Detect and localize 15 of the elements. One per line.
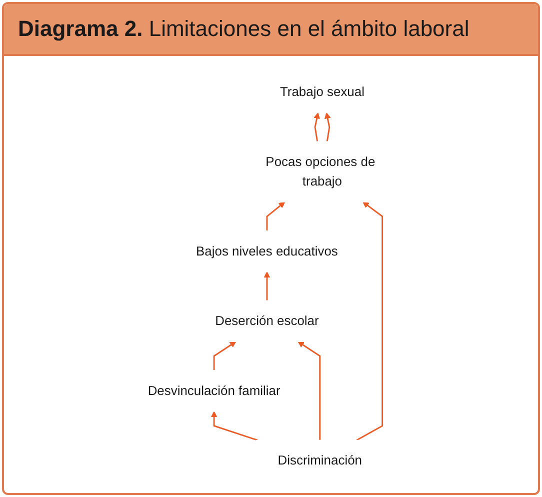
node-text: Discriminación bbox=[278, 453, 362, 468]
node-text: Bajos niveles educativos bbox=[196, 244, 338, 258]
node-text: Deserción escolar bbox=[215, 314, 319, 328]
arrow bbox=[210, 411, 258, 441]
node-text: Desvinculación familiar bbox=[148, 383, 280, 398]
arrow bbox=[356, 202, 384, 441]
arrow bbox=[314, 112, 320, 142]
node-text: Pocas opciones de trabajo bbox=[266, 154, 376, 188]
diagram-title: Diagrama 2. Limitaciones en el ámbito laboral bbox=[4, 4, 538, 56]
arrow bbox=[213, 341, 236, 370]
node-text: Trabajo sexual bbox=[280, 84, 364, 100]
arrow bbox=[266, 202, 286, 231]
arrow bbox=[264, 272, 270, 301]
arrow bbox=[298, 341, 321, 440]
arrow bbox=[324, 112, 331, 142]
